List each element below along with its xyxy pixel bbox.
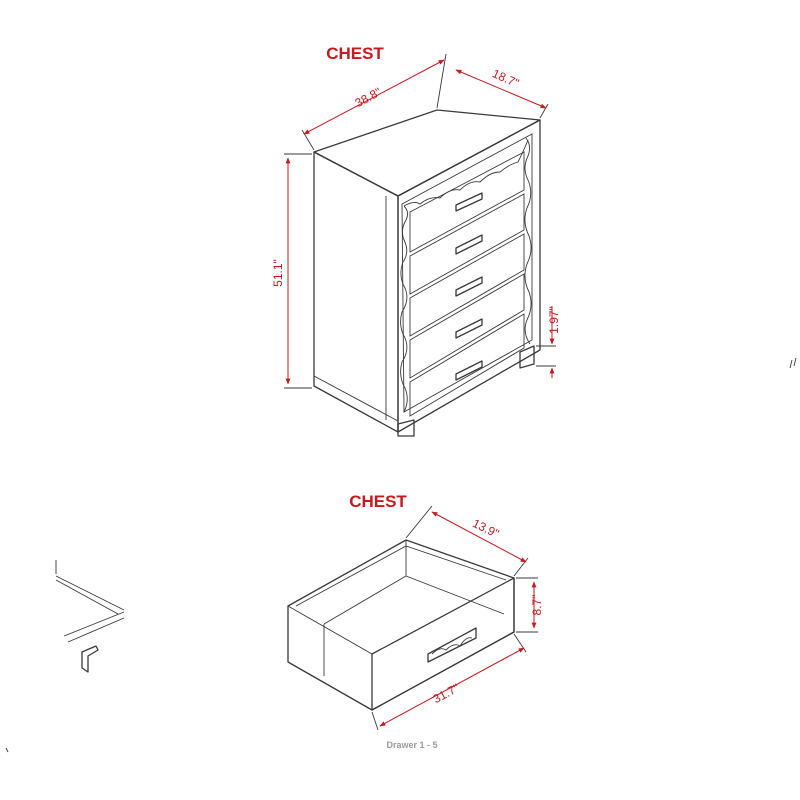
chest-title: CHEST: [326, 44, 384, 63]
chest-body: [313, 109, 541, 437]
drawer-caption: Drawer 1 - 5: [386, 740, 437, 750]
drawer-height-label: 8.7": [530, 595, 544, 616]
drawer-handles: [455, 192, 483, 381]
height-dimension-label: 51.1": [271, 259, 285, 287]
edge-fragment-left: [5, 560, 125, 753]
drawer-fronts: [409, 151, 525, 417]
leg-dimension-label: 1.97": [547, 306, 561, 334]
drawer-width-label: 31.7": [431, 681, 462, 706]
drawer-body: [287, 539, 515, 711]
width-dimension-label: 38.8": [353, 85, 384, 110]
drawer-depth-label: 13.9": [470, 516, 501, 541]
drawer-title: CHEST: [349, 492, 407, 511]
edge-fragment-right: [789, 357, 797, 369]
